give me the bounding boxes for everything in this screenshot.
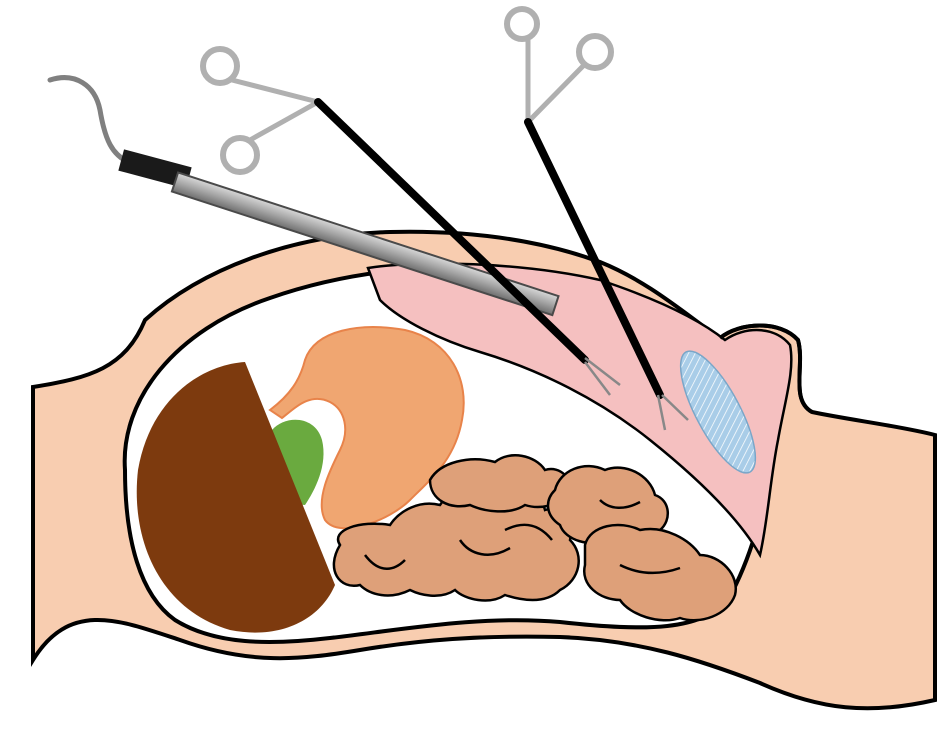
stomach [268,326,465,530]
small-intestine [332,454,738,622]
grasper-shaft [314,98,589,364]
grasper-shaft [524,118,664,399]
scope-handle [118,149,192,189]
scope-shaft [170,171,560,317]
grasper-left [200,46,621,396]
grasper-right [504,6,689,431]
intestine-loop [332,484,580,602]
liver [136,362,335,633]
surgical-mesh-icon [679,350,757,474]
handle-ring [504,6,540,42]
handle-ring [220,135,260,175]
handle-ring [576,33,614,71]
handle-ring [200,46,240,86]
hernia-bulge-outline [718,323,814,414]
laparoscope-icon [47,75,560,317]
scope-cable [47,75,133,166]
